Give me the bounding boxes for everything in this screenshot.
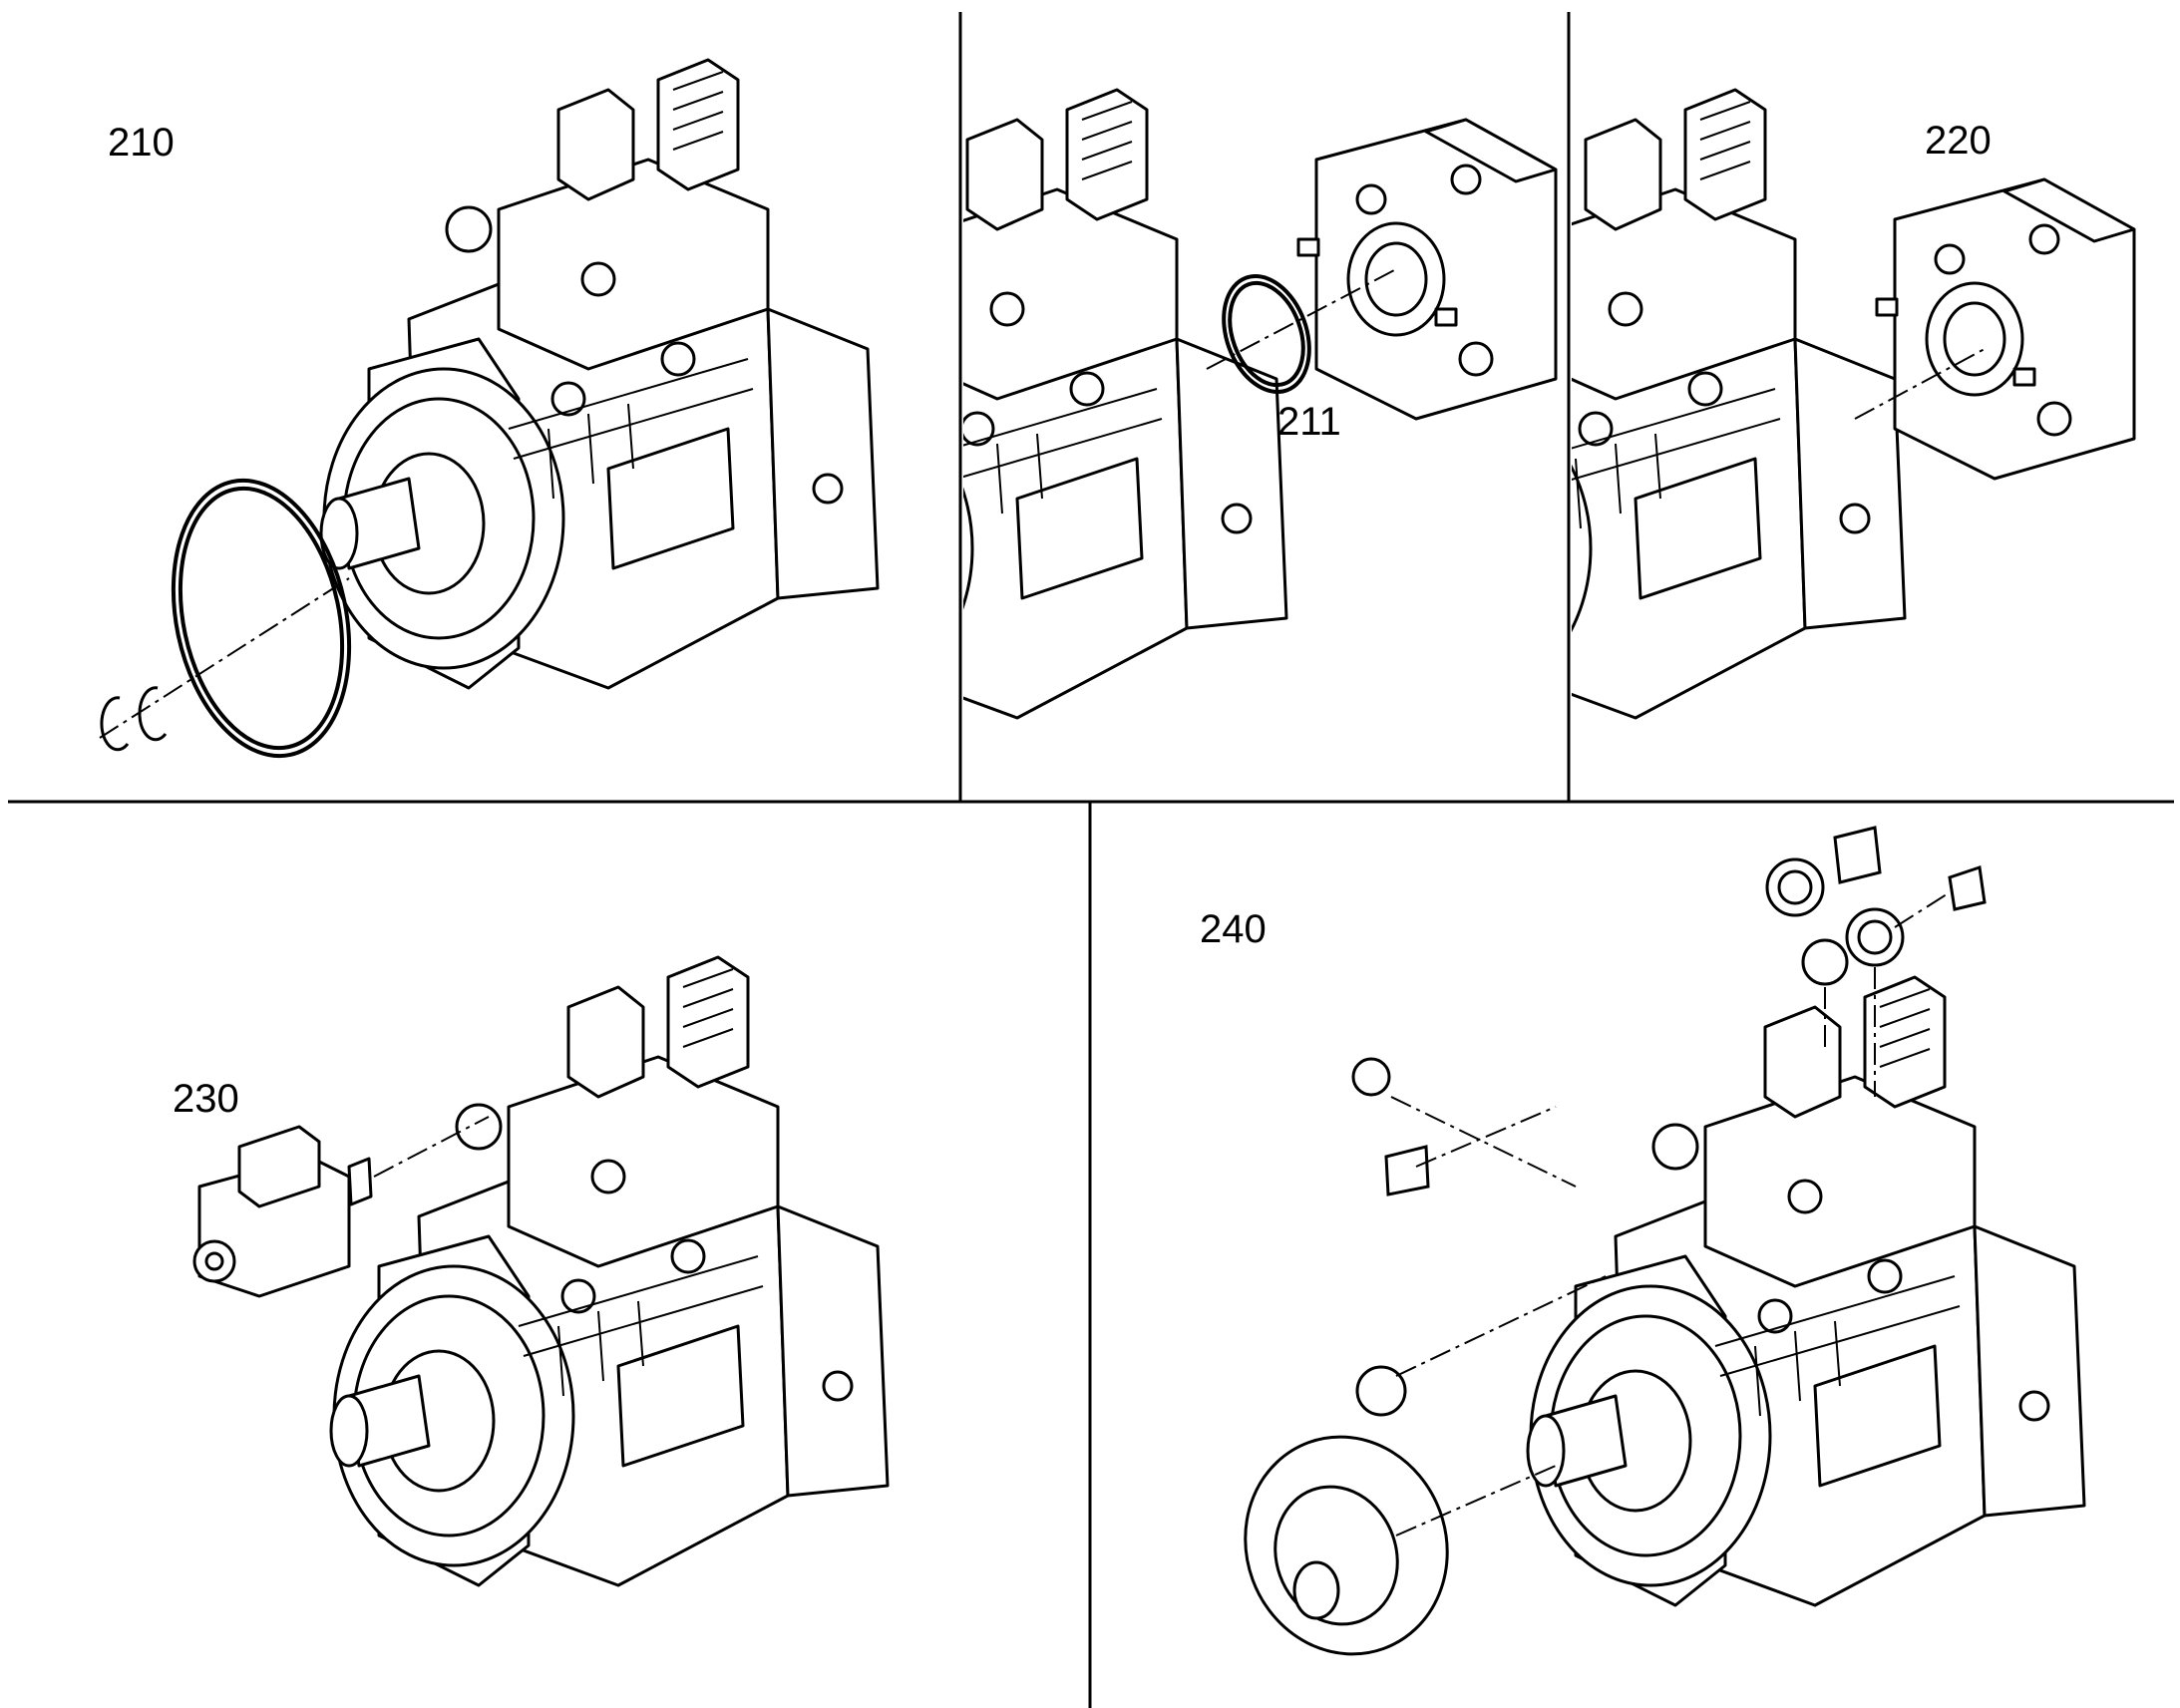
screw-plugs-240 (1351, 826, 1987, 1417)
panel-240 (1244, 826, 2086, 1656)
circlip-pair (100, 686, 168, 752)
callout-210: 210 (108, 121, 175, 165)
callout-220: 220 (1925, 119, 1992, 163)
protective-cover-240 (1244, 1435, 1449, 1656)
panel-220 (1572, 88, 2136, 720)
callout-211: 211 (1277, 400, 1341, 444)
pump-assembly-230 (329, 955, 890, 1587)
panel-dividers (8, 12, 2174, 1708)
shaft-seal-ring (171, 478, 352, 759)
pump-assembly-240 (1526, 975, 2086, 1607)
through-drive-cover-220 (1875, 177, 2136, 481)
callout-230: 230 (173, 1077, 239, 1121)
panel-210 (99, 58, 880, 759)
solenoid-valve-230 (192, 1125, 373, 1298)
assembly-axis-210 (99, 577, 350, 739)
panel-211 (963, 88, 1558, 720)
o-ring-211 (1222, 273, 1311, 395)
pump-assembly-210 (319, 58, 880, 690)
callout-240: 240 (1200, 907, 1267, 951)
panel-230 (192, 955, 890, 1587)
through-drive-cover-211 (1296, 118, 1558, 421)
